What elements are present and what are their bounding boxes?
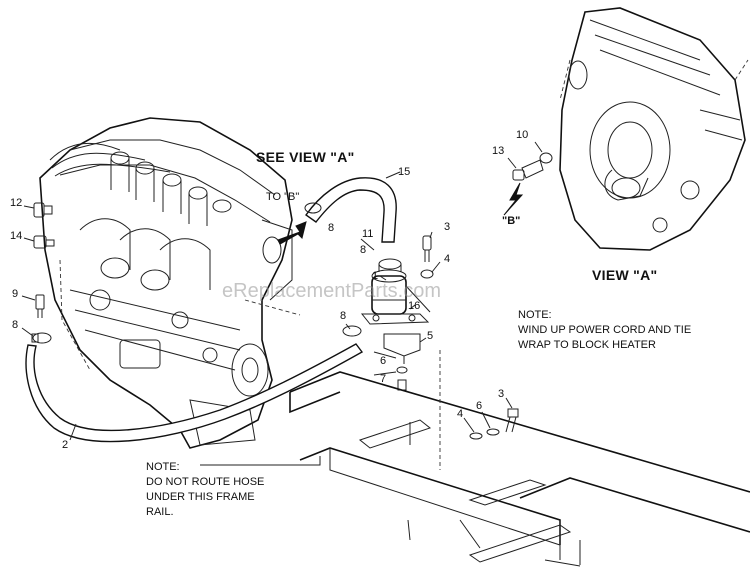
callout-8-mid: 8: [360, 244, 367, 256]
see-view-a-heading: SEE VIEW "A": [256, 149, 355, 165]
view-a-drawing: [503, 7, 749, 251]
callout-4-right: 4: [457, 408, 464, 420]
callout-8-left: 8: [12, 319, 19, 331]
watermark: eReplacementParts.com: [222, 280, 441, 302]
rail-hardware-drawing: [463, 397, 519, 440]
to-b-label: TO "B": [266, 191, 300, 203]
note-power-cord-line-1: NOTE:: [518, 309, 552, 321]
callout-10: 10: [516, 129, 529, 141]
callout-4-top: 4: [444, 253, 451, 265]
callout-8-clamp: 8: [340, 310, 347, 322]
note-hose-route-line-3: UNDER THIS FRAME: [146, 491, 255, 503]
note-power-cord-line-2: WIND UP POWER CORD AND TIE: [518, 324, 692, 336]
callout-15: 15: [398, 166, 411, 178]
callout-3-top: 3: [444, 221, 451, 233]
note-power-cord: NOTE: WIND UP POWER CORD AND TIE WRAP TO…: [518, 308, 691, 353]
block-heater-drawing: [342, 231, 441, 391]
note-hose-route: NOTE: DO NOT ROUTE HOSE UNDER THIS FRAME…: [146, 460, 264, 520]
callout-6-right: 6: [476, 400, 483, 412]
note-power-cord-line-3: WRAP TO BLOCK HEATER: [518, 339, 656, 351]
callout-7: 7: [380, 373, 387, 385]
note-hose-route-line-4: RAIL.: [146, 506, 174, 518]
callout-5: 5: [427, 330, 434, 342]
note-leader: [200, 456, 321, 466]
callout-11: 11: [362, 228, 374, 240]
callout-12: 12: [10, 197, 23, 209]
to-b-arrow: [277, 221, 307, 245]
note-hose-route-line-1: NOTE:: [146, 461, 180, 473]
callout-13: 13: [492, 145, 505, 157]
lower-hose-drawing: [25, 343, 364, 443]
callout-9: 9: [12, 288, 19, 300]
callout-6-mid: 6: [380, 355, 387, 367]
view-a-heading: VIEW "A": [592, 267, 658, 283]
left-fittings-drawing: [21, 202, 55, 344]
b-label: "B": [502, 215, 521, 227]
callout-2: 2: [62, 439, 69, 451]
note-hose-route-line-2: DO NOT ROUTE HOSE: [146, 476, 265, 488]
callout-1: 1: [372, 270, 379, 282]
callout-8-top: 8: [328, 222, 335, 234]
callout-14: 14: [10, 230, 23, 242]
upper-hose-drawing: [304, 171, 401, 243]
callout-16: 16: [408, 300, 421, 312]
callout-3-right: 3: [498, 388, 505, 400]
engine-block-drawing: [39, 117, 301, 449]
frame-rail-drawing: [289, 350, 750, 567]
